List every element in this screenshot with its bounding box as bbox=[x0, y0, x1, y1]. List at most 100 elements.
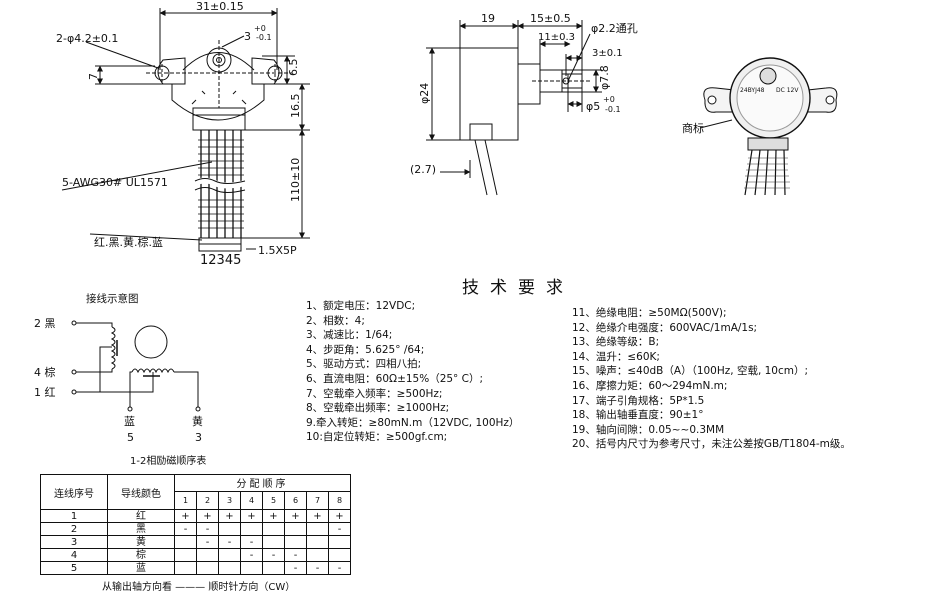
step-cell bbox=[196, 548, 219, 562]
spec-item: 17、端子引角规格：5P*1.5 bbox=[572, 394, 705, 407]
step-cell: - bbox=[196, 535, 219, 549]
wiring-title: 接线示意图 bbox=[86, 293, 139, 305]
spec-item: 8、空载牵出频率：≥1000Hz; bbox=[306, 402, 450, 415]
spec-item: 19、轴向间隙：0.05~~0.3MM bbox=[572, 423, 725, 436]
step-cell: - bbox=[284, 561, 307, 575]
pin-5-color: 蓝 bbox=[124, 415, 135, 428]
step-cell bbox=[306, 548, 329, 562]
step-header: 5 bbox=[262, 490, 285, 511]
front-view-labels: 31±0.15 2-φ4.2±0.1 3 +0 -0.1 6.5 7 16.5 … bbox=[56, 0, 302, 268]
pin-2-label: 2 黑 bbox=[34, 317, 56, 330]
spec-list-right: 11、绝缘电阻：≥50MΩ(500V); 12、绝缘介电强度：600VAC/1m… bbox=[572, 306, 851, 452]
connector-spec: 1.5X5P bbox=[258, 244, 297, 257]
photo-voltage: DC 12V bbox=[776, 87, 799, 94]
step-header: 3 bbox=[218, 490, 241, 511]
step-cell: + bbox=[284, 509, 307, 523]
step-cell: + bbox=[328, 509, 351, 523]
dim-19: 19 bbox=[481, 12, 495, 25]
col-group-header: 分配顺序 bbox=[174, 474, 351, 492]
wire-spec: 5-AWG30# UL1571 bbox=[62, 176, 168, 189]
spec-item: 1、额定电压：12VDC; bbox=[306, 300, 416, 312]
pin-5-num: 5 bbox=[127, 431, 134, 444]
pin-numbers: 12345 bbox=[200, 253, 241, 268]
step-header: 7 bbox=[306, 490, 329, 511]
row-number-cell: 3 bbox=[40, 535, 108, 549]
step-cell: - bbox=[240, 548, 263, 562]
dim-shaft-tol-upper: +0 bbox=[254, 24, 266, 33]
step-cell: + bbox=[174, 509, 197, 523]
side-view bbox=[426, 20, 602, 196]
step-cell bbox=[284, 522, 307, 536]
pin-3-num: 3 bbox=[195, 431, 202, 444]
step-cell: + bbox=[240, 509, 263, 523]
spec-item: 9.牵入转矩：≥80mN.m（12VDC, 100Hz） bbox=[306, 416, 520, 429]
dim-left: 7 bbox=[87, 73, 100, 80]
dim-dia5-upper: +0 bbox=[603, 95, 615, 104]
spec-item: 5、驱动方式：四相八拍; bbox=[306, 358, 422, 371]
photo-model: 24BYJ48 bbox=[740, 87, 765, 94]
trademark-label: 商标 bbox=[682, 121, 704, 135]
step-cell bbox=[328, 548, 351, 562]
step-cell bbox=[306, 535, 329, 549]
step-cell bbox=[174, 561, 197, 575]
dim-holes: 2-φ4.2±0.1 bbox=[56, 32, 118, 45]
step-cell: - bbox=[196, 522, 219, 536]
spec-item: 20、括号内尺寸为参考尺寸，未注公差按GB/T1804-m级。 bbox=[572, 438, 851, 451]
wire-colors: 红.黑.黄.棕.蓝 bbox=[94, 235, 163, 249]
dim-hole: φ2.2通孔 bbox=[591, 22, 638, 35]
step-cell: + bbox=[196, 509, 219, 523]
direction-note: 从输出轴方向看 ——— 顺时针方向（CW） bbox=[102, 582, 296, 593]
dim-top: 6.5 bbox=[287, 59, 300, 77]
dim-dia5-lower: -0.1 bbox=[605, 105, 621, 114]
side-view-labels: 19 15±0.5 φ2.2通孔 11±0.3 3±0.1 φ24 φ7.8 φ… bbox=[410, 12, 638, 176]
sequence-caption: 1-2相励磁顺序表 bbox=[130, 456, 207, 467]
row-number-cell: 5 bbox=[40, 561, 108, 575]
dim-lead: 110±10 bbox=[289, 158, 302, 202]
row-number-cell: 4 bbox=[40, 548, 108, 562]
dim-shaft-len: 3 bbox=[244, 30, 251, 43]
step-cell: - bbox=[328, 561, 351, 575]
step-cell bbox=[240, 561, 263, 575]
spec-item: 12、绝缘介电强度：600VAC/1mA/1s; bbox=[572, 321, 758, 334]
spec-item: 4、步距角：5.625° /64; bbox=[306, 343, 425, 356]
spec-item: 18、输出轴垂直度：90±1° bbox=[572, 409, 704, 422]
pin-1-label: 1 红 bbox=[34, 386, 56, 399]
dim-15: 15±0.5 bbox=[530, 12, 571, 25]
pin-4-label: 4 棕 bbox=[34, 365, 56, 379]
step-cell bbox=[328, 535, 351, 549]
wiring-labels: 2 黑 4 棕 1 红 蓝 5 黄 3 bbox=[34, 317, 203, 444]
step-cell: + bbox=[218, 509, 241, 523]
step-cell: + bbox=[262, 509, 285, 523]
row-number-cell: 1 bbox=[40, 509, 108, 523]
dim-dia78: φ7.8 bbox=[598, 65, 611, 90]
step-header: 2 bbox=[196, 490, 219, 511]
step-header: 4 bbox=[240, 490, 263, 511]
front-view bbox=[61, 8, 310, 252]
spec-item: 13、绝缘等级：B; bbox=[572, 336, 660, 349]
step-cell: - bbox=[240, 535, 263, 549]
dim-dia24: φ24 bbox=[418, 83, 431, 104]
spec-list-left: 1、额定电压：12VDC; 2、相数：4; 3、减速比：1/64; 4、步距角：… bbox=[306, 299, 519, 445]
spec-item: 7、空载牵入频率：≥500Hz; bbox=[306, 387, 443, 400]
dim-3: 3±0.1 bbox=[592, 48, 623, 59]
step-cell: - bbox=[174, 522, 197, 536]
step-cell bbox=[284, 535, 307, 549]
step-cell: - bbox=[218, 535, 241, 549]
spec-item: 15、噪声：≤40dB（A）（100Hz, 空载, 10cm）; bbox=[572, 365, 809, 378]
dim-shaft-tol-lower: -0.1 bbox=[256, 33, 272, 42]
col-wire-header: 连线序号 bbox=[40, 474, 108, 510]
dim-27: (2.7) bbox=[410, 163, 436, 176]
dim-body: 16.5 bbox=[289, 94, 302, 119]
row-number-cell: 2 bbox=[40, 522, 108, 536]
step-header: 8 bbox=[328, 490, 351, 511]
dim-dia5: φ5 bbox=[586, 100, 600, 113]
step-cell bbox=[218, 561, 241, 575]
step-cell bbox=[196, 561, 219, 575]
step-cell bbox=[262, 522, 285, 536]
col-color-header: 导线颜色 bbox=[107, 474, 175, 510]
wiring-diagram bbox=[71, 320, 201, 412]
step-header: 1 bbox=[174, 490, 197, 511]
